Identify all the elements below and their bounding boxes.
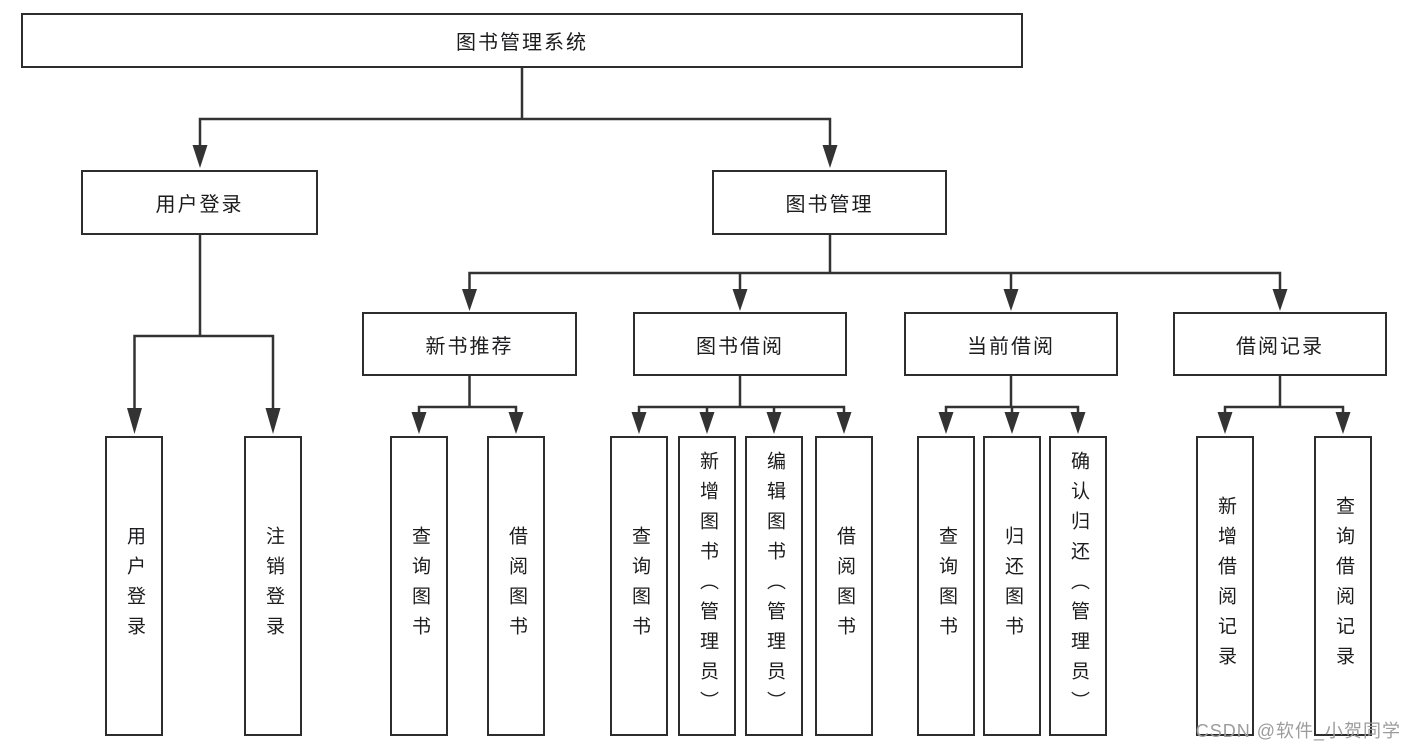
leaf-borrow-borrow-books: 借阅图书 — [815, 436, 873, 736]
edge-new-book-branch — [417, 376, 518, 414]
arrowheads-level2 — [192, 145, 838, 168]
node-current-borrowing: 当前借阅 — [904, 312, 1118, 376]
edge-book-borrow-branch — [637, 376, 846, 414]
edge-user-login-branch — [133, 334, 275, 410]
node-root: 图书管理系统 — [21, 13, 1023, 68]
leaf-current-query-books: 查询图书 — [917, 436, 975, 736]
leaf-newbook-borrow-books: 借阅图书 — [487, 436, 545, 736]
node-new-book-recommendation: 新书推荐 — [362, 312, 577, 376]
arrowheads-leaf-row — [411, 412, 1351, 434]
node-borrowing-records: 借阅记录 — [1173, 312, 1387, 376]
node-user-login: 用户登录 — [81, 170, 318, 235]
leaf-records-add-record: 新增借阅记录 — [1196, 436, 1254, 736]
edge-current-borrow-branch — [944, 376, 1080, 414]
watermark: CSDN @软件_小贺同学 — [1195, 721, 1401, 741]
leaf-user-login: 用户登录 — [105, 436, 163, 736]
leaf-records-query-record: 查询借阅记录 — [1314, 436, 1372, 736]
edge-borrow-records-branch — [1223, 376, 1345, 414]
edge-lines — [133, 68, 1345, 414]
edge-book-management-branch — [468, 271, 1282, 290]
node-book-management: 图书管理 — [712, 170, 947, 235]
leaf-borrow-edit-books-admin: 编辑图书（管理员） — [745, 436, 803, 736]
leaf-newbook-query-books: 查询图书 — [390, 436, 448, 736]
edge-root-branch — [198, 117, 832, 148]
arrowheads-level3 — [462, 289, 1288, 311]
arrowheads-user-login-leaves — [127, 408, 281, 434]
node-book-borrowing: 图书借阅 — [633, 312, 847, 376]
leaf-current-return-books: 归还图书 — [983, 436, 1041, 736]
leaf-borrow-query-books: 查询图书 — [610, 436, 668, 736]
leaf-current-confirm-return-admin: 确认归还（管理员） — [1049, 436, 1107, 736]
leaf-borrow-add-books-admin: 新增图书（管理员） — [678, 436, 736, 736]
leaf-logout: 注销登录 — [244, 436, 302, 736]
